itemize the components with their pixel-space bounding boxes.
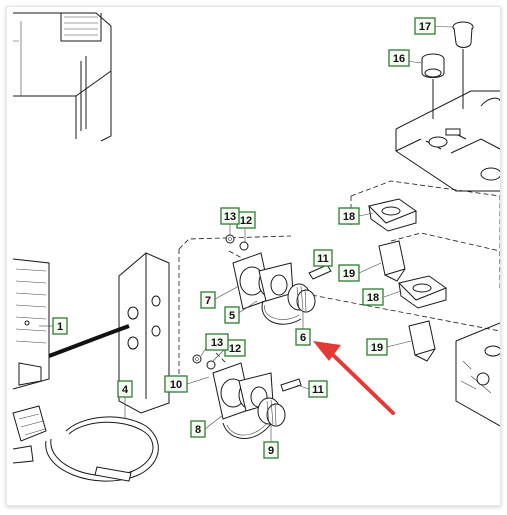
callout-7[interactable]: 7 <box>200 291 216 309</box>
switch-block-upper <box>368 198 418 232</box>
callout-19-lower[interactable]: 19 <box>366 338 388 356</box>
bottom-right-enclosure <box>455 322 500 427</box>
callout-1[interactable]: 1 <box>52 317 68 335</box>
svg-text:5: 5 <box>229 310 235 322</box>
svg-text:4: 4 <box>122 384 129 396</box>
callout-16[interactable]: 16 <box>388 49 410 67</box>
svg-text:9: 9 <box>268 445 274 457</box>
diagram-frame: 1 4 5 6 7 8 9 10 11 11 12 12 13 13 16 17… <box>6 6 501 506</box>
selector-knob <box>421 53 445 119</box>
callout-4[interactable]: 4 <box>117 380 133 398</box>
mounting-bracket <box>118 252 170 414</box>
top-left-cabinet <box>13 12 112 142</box>
contact-block-upper <box>378 240 406 282</box>
callout-12-lower[interactable]: 12 <box>224 339 246 357</box>
upper-connector-assembly <box>225 234 332 325</box>
callout-8[interactable]: 8 <box>190 420 206 438</box>
callout-10[interactable]: 10 <box>164 375 188 393</box>
callout-18-lower[interactable]: 18 <box>362 288 384 306</box>
cable-harness <box>12 405 159 482</box>
svg-text:13: 13 <box>224 211 236 223</box>
callout-13-lower[interactable]: 13 <box>205 333 229 351</box>
top-right-panel <box>395 86 500 192</box>
svg-text:16: 16 <box>393 53 405 65</box>
svg-text:18: 18 <box>367 292 379 304</box>
svg-text:17: 17 <box>419 21 431 33</box>
callout-11-upper[interactable]: 11 <box>313 249 333 267</box>
svg-text:13: 13 <box>211 337 223 349</box>
callout-18-upper[interactable]: 18 <box>338 207 360 225</box>
callout-9[interactable]: 9 <box>263 441 279 459</box>
contact-block-lower <box>408 320 436 362</box>
svg-text:18: 18 <box>343 211 355 223</box>
svg-text:19: 19 <box>343 268 355 280</box>
left-enclosure <box>12 258 50 390</box>
svg-text:7: 7 <box>205 295 211 307</box>
cable <box>48 324 130 358</box>
push-button-knob <box>452 21 474 89</box>
callout-5[interactable]: 5 <box>224 306 240 324</box>
svg-text:19: 19 <box>371 342 383 354</box>
svg-text:12: 12 <box>240 215 252 227</box>
svg-text:11: 11 <box>317 253 329 265</box>
svg-text:11: 11 <box>312 384 324 396</box>
switch-block-lower <box>398 275 448 309</box>
callout-6[interactable]: 6 <box>295 328 311 346</box>
callout-13-upper[interactable]: 13 <box>220 207 240 225</box>
callout-12-upper[interactable]: 12 <box>236 211 256 229</box>
svg-text:10: 10 <box>170 379 182 391</box>
callout-19-upper[interactable]: 19 <box>338 264 360 282</box>
lower-connector-assembly <box>192 354 302 439</box>
svg-text:6: 6 <box>300 332 306 344</box>
svg-text:12: 12 <box>229 343 241 355</box>
svg-text:8: 8 <box>195 424 201 436</box>
exploded-parts-diagram: 1 4 5 6 7 8 9 10 11 11 12 12 13 13 16 17… <box>12 12 500 482</box>
callout-11-lower[interactable]: 11 <box>308 380 328 398</box>
callout-17[interactable]: 17 <box>414 17 436 35</box>
svg-text:1: 1 <box>57 321 63 333</box>
red-arrow <box>313 341 395 415</box>
